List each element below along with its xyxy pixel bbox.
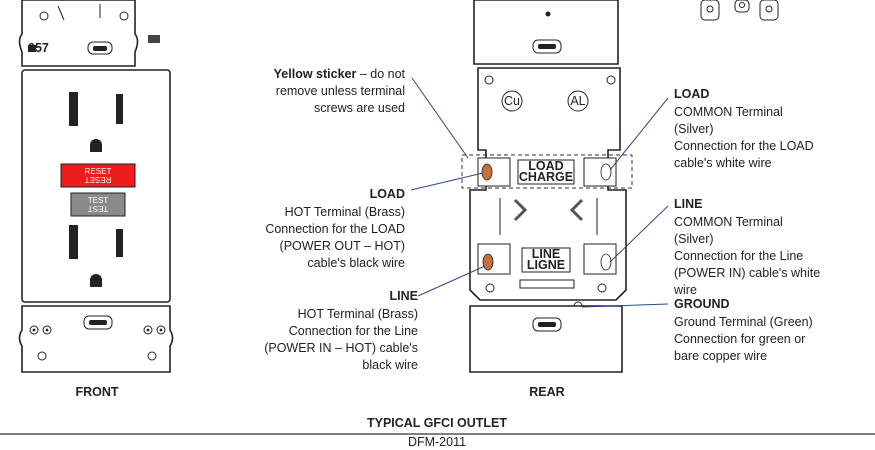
yellow-sticker-line3: screws are used bbox=[314, 101, 405, 115]
ground-line: Ground Terminal (Green) bbox=[674, 315, 813, 329]
line-hot-terminal bbox=[477, 243, 511, 275]
receptacle-bottom-ground bbox=[90, 274, 102, 287]
load-common-heading: LOAD bbox=[674, 87, 709, 101]
rear-al-label: AL bbox=[570, 94, 585, 108]
load-charge-tag bbox=[517, 159, 575, 185]
load-tag-label: LOAD bbox=[528, 159, 563, 173]
line-common-heading: LINE bbox=[674, 197, 702, 211]
front-caption: FRONT bbox=[75, 385, 118, 399]
receptacle-bottom-slot-left bbox=[69, 225, 78, 259]
line-hot-heading: LINE bbox=[390, 289, 418, 303]
receptacle-bottom-slot-right bbox=[116, 229, 123, 257]
rear-bottom-strap bbox=[469, 305, 623, 373]
yellow-sticker-area bbox=[461, 154, 633, 189]
test-button[interactable] bbox=[70, 192, 126, 217]
front-view: 057 RESET RESET TEST TEST FRONT bbox=[18, 0, 174, 399]
line-common-line: wire bbox=[673, 283, 697, 297]
reset-label: RESET bbox=[85, 167, 112, 176]
svg-text:Yellow sticker – do not: Yellow sticker – do not bbox=[274, 67, 406, 81]
load-hot-terminal bbox=[477, 157, 511, 187]
line-hot-line: HOT Terminal (Brass) bbox=[298, 307, 418, 321]
front-top-screw-left bbox=[39, 11, 49, 21]
rear-top-strap bbox=[473, 0, 619, 65]
reset-button[interactable] bbox=[60, 163, 136, 188]
rear-cu-badge bbox=[501, 90, 523, 112]
line-common-line: (POWER IN) cable's white bbox=[674, 266, 820, 280]
front-top-screw-right bbox=[119, 11, 129, 21]
charge-tag-label: CHARGE bbox=[519, 170, 573, 184]
callout-load-hot: LOAD HOT Terminal (Brass) Connection for… bbox=[265, 187, 405, 270]
front-top-strap bbox=[18, 0, 139, 67]
load-common-line: cable's white wire bbox=[674, 156, 772, 170]
rear-al-badge bbox=[567, 90, 589, 112]
front-bottom-strap bbox=[18, 305, 174, 373]
callout-load-common: LOAD COMMON Terminal (Silver) Connection… bbox=[674, 87, 814, 170]
line-hot-line: (POWER IN – HOT) cable's bbox=[264, 341, 418, 355]
ground-line: Connection for green or bbox=[674, 332, 805, 346]
line-tag-label: LINE bbox=[532, 247, 560, 261]
callout-yellow-sticker: Yellow sticker – do not remove unless te… bbox=[274, 67, 406, 115]
leader-lines bbox=[410, 77, 669, 308]
receptacle-top-slot-right bbox=[116, 94, 123, 124]
load-hot-line: (POWER OUT – HOT) bbox=[280, 239, 405, 253]
load-hot-line: cable's black wire bbox=[307, 256, 405, 270]
front-bottom-screw-left bbox=[37, 351, 47, 361]
spare-clips bbox=[700, 0, 779, 21]
load-common-line: COMMON Terminal bbox=[674, 105, 783, 119]
load-hot-heading: LOAD bbox=[370, 187, 405, 201]
test-label: TEST bbox=[88, 196, 109, 205]
load-common-line: (Silver) bbox=[674, 122, 714, 136]
line-ligne-tag bbox=[521, 247, 571, 273]
load-hot-line: HOT Terminal (Brass) bbox=[285, 205, 405, 219]
callout-line-hot: LINE HOT Terminal (Brass) Connection for… bbox=[264, 289, 418, 372]
ground-heading: GROUND bbox=[674, 297, 730, 311]
ground-line: bare copper wire bbox=[674, 349, 767, 363]
rear-view: Cu AL LOAD CHARGE LINE LIGNE REAR bbox=[461, 0, 633, 399]
line-common-terminal bbox=[583, 243, 617, 275]
ligne-tag-label: LIGNE bbox=[527, 258, 565, 272]
diagram-code: DFM-2011 bbox=[408, 435, 466, 449]
receptacle-top-slot-left bbox=[69, 92, 78, 126]
rear-caption: REAR bbox=[529, 385, 564, 399]
callout-line-common: LINE COMMON Terminal (Silver) Connection… bbox=[673, 197, 820, 297]
line-common-line: (Silver) bbox=[674, 232, 714, 246]
line-hot-line: Connection for the Line bbox=[289, 324, 418, 338]
rear-cu-label: Cu bbox=[504, 94, 520, 108]
load-hot-line: Connection for the LOAD bbox=[265, 222, 405, 236]
line-common-line: COMMON Terminal bbox=[674, 215, 783, 229]
front-bottom-screw-right bbox=[147, 351, 157, 361]
diagram-title: TYPICAL GFCI OUTLET bbox=[367, 416, 507, 430]
test-label-mirror: TEST bbox=[88, 204, 109, 213]
load-common-line: Connection for the LOAD bbox=[674, 139, 814, 153]
receptacle-top-ground bbox=[90, 139, 102, 152]
yellow-sticker-line1: – do not bbox=[356, 67, 405, 81]
reset-label-mirror: RESET bbox=[85, 175, 112, 184]
yellow-sticker-heading: Yellow sticker bbox=[274, 67, 357, 81]
line-common-line: Connection for the Line bbox=[674, 249, 803, 263]
callout-ground: GROUND Ground Terminal (Green) Connectio… bbox=[674, 297, 813, 363]
yellow-sticker-line2: remove unless terminal bbox=[276, 84, 405, 98]
line-hot-line: black wire bbox=[362, 358, 418, 372]
